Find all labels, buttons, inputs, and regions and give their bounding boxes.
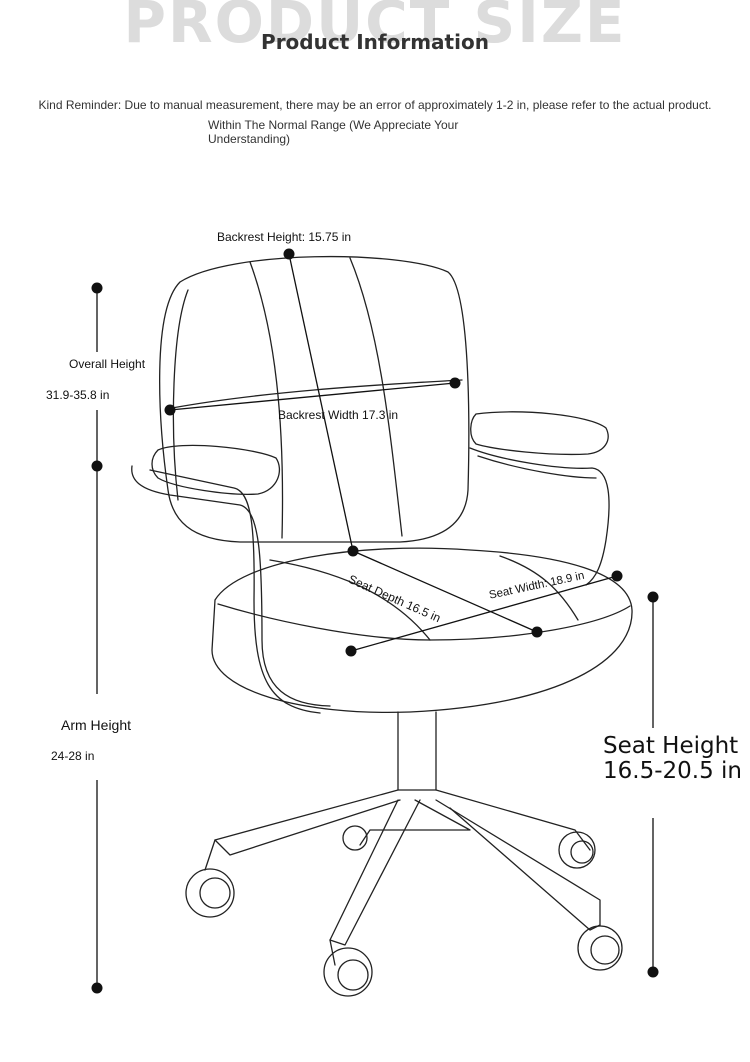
chair-seat (211, 547, 633, 714)
wheel (558, 831, 596, 869)
kind-reminder: Kind Reminder: Due to manual measurement… (38, 98, 712, 112)
wheel (323, 947, 373, 997)
marker-dot (91, 460, 103, 472)
kind-reminder-continued: Within The Normal Range (We Appreciate Y… (208, 118, 459, 146)
page-title: Product Information (261, 30, 489, 54)
backrest-width-label: Backrest Width 17.3 in (278, 408, 399, 422)
marker-dot (91, 982, 103, 994)
arm-height-label: Arm Height (61, 717, 132, 733)
marker-dot (345, 645, 357, 657)
marker-dot (91, 282, 103, 294)
right-armrest (470, 411, 609, 456)
marker-dot (647, 966, 659, 978)
chair-base (204, 789, 601, 966)
marker-dot (531, 626, 543, 638)
marker-dot (283, 248, 295, 260)
marker-dot (347, 545, 359, 557)
marker-dot (449, 377, 461, 389)
marker-dot (611, 570, 623, 582)
wheel (577, 925, 623, 971)
overall-height-value: 31.9-35.8 in (46, 388, 110, 402)
wheel (342, 825, 368, 851)
wheel (185, 868, 235, 918)
marker-dot (164, 404, 176, 416)
arm-height-value: 24-28 in (51, 749, 95, 763)
seat-height-label: Seat Height 16.5-20.5 in (603, 733, 742, 784)
marker-dot (647, 591, 659, 603)
overall-height-label: Overall Height (69, 357, 146, 371)
gas-lift (397, 711, 437, 791)
backrest-height-label: Backrest Height: 15.75 in (217, 230, 352, 244)
left-armrest (151, 444, 281, 495)
chair-backrest (159, 255, 470, 543)
backrest-seam (249, 261, 284, 539)
background-title: PRODUCT SIZE (123, 0, 627, 56)
